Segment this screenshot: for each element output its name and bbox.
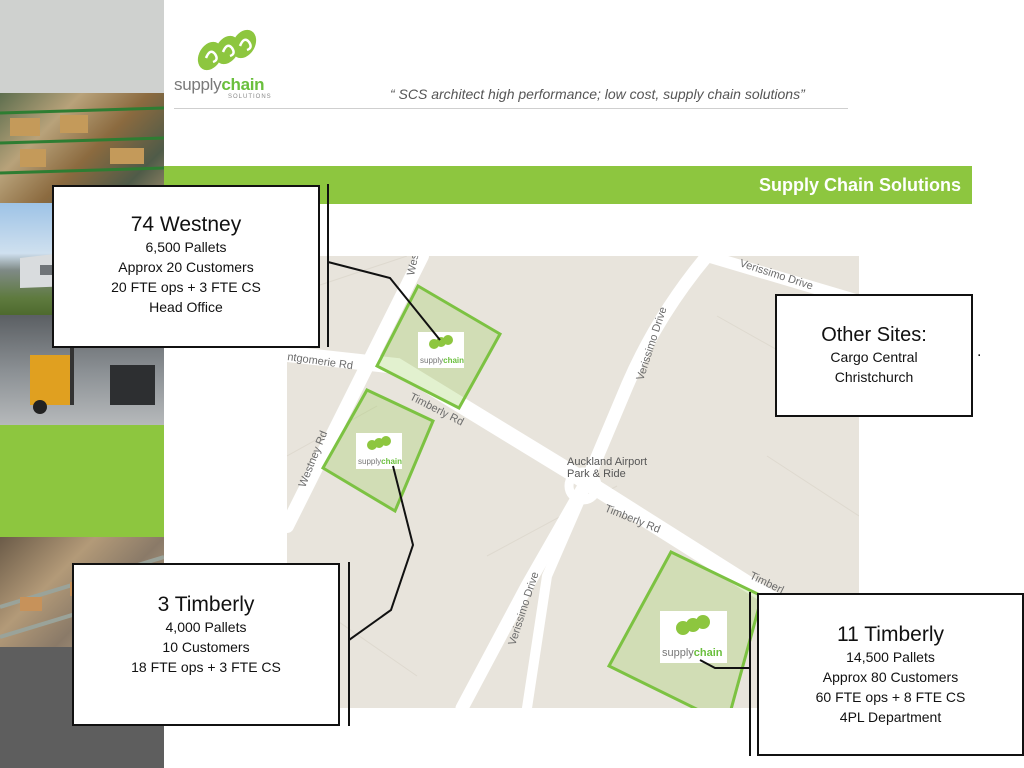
logo-wordmark: supplychain (174, 75, 265, 94)
site-detail: 4PL Department (839, 709, 942, 725)
header-divider (174, 108, 848, 109)
banner-title: Supply Chain Solutions (759, 175, 961, 195)
poi-label: Park & Ride (567, 468, 626, 480)
svg-text:supplychain: supplychain (420, 356, 464, 365)
site-marker-icon: supplychain (356, 433, 402, 469)
site-callout-3-timberly: 3 Timberly 4,000 Pallets 10 Customers 18… (72, 563, 340, 726)
supplychain-logo-icon (197, 29, 257, 71)
strip-green-block (0, 425, 164, 537)
site-callout-74-westney: 74 Westney 6,500 Pallets Approx 20 Custo… (52, 185, 320, 348)
site-callout-11-timberly: 11 Timberly 14,500 Pallets Approx 80 Cus… (757, 593, 1024, 756)
site-detail: 60 FTE ops + 8 FTE CS (815, 689, 966, 705)
warehouse-shelves-photo (0, 93, 165, 203)
logo-subtitle: SOLUTIONS (228, 94, 272, 100)
site-detail: 6,500 Pallets (145, 239, 227, 255)
site-detail: Approx 20 Customers (118, 259, 254, 275)
site-detail: Approx 80 Customers (822, 669, 959, 685)
stray-dot: . (977, 343, 982, 360)
tagline: “ SCS architect high performance; low co… (390, 86, 805, 102)
site-detail: 10 Customers (162, 639, 250, 655)
other-sites-callout: Other Sites: Cargo Central Christchurch (775, 294, 973, 417)
strip-top-gray (0, 0, 164, 93)
other-sites-title: Other Sites: (821, 324, 927, 346)
svg-text:supplychain: supplychain (358, 457, 402, 466)
other-site-item: Cargo Central (830, 349, 918, 365)
poi-label: Auckland Airport (567, 456, 647, 468)
site-detail: 20 FTE ops + 3 FTE CS (111, 279, 261, 295)
site-title: 74 Westney (130, 213, 242, 236)
site-marker-icon: supplychain (418, 332, 464, 368)
site-detail: 14,500 Pallets (846, 649, 935, 665)
supplychain-logo: supplychain SOLUTIONS (174, 28, 274, 103)
forklift-drawing (30, 345, 155, 414)
svg-text:supplychain: supplychain (662, 647, 723, 659)
other-site-item: Christchurch (834, 369, 914, 385)
site-detail: 4,000 Pallets (165, 619, 247, 635)
site-title: 11 Timberly (837, 623, 944, 646)
site-detail: 18 FTE ops + 3 FTE CS (131, 659, 281, 675)
shelves-drawing (0, 106, 165, 175)
site-detail: Head Office (149, 299, 223, 315)
site-marker-icon: supplychain (660, 611, 727, 663)
site-title: 3 Timberly (157, 593, 255, 616)
